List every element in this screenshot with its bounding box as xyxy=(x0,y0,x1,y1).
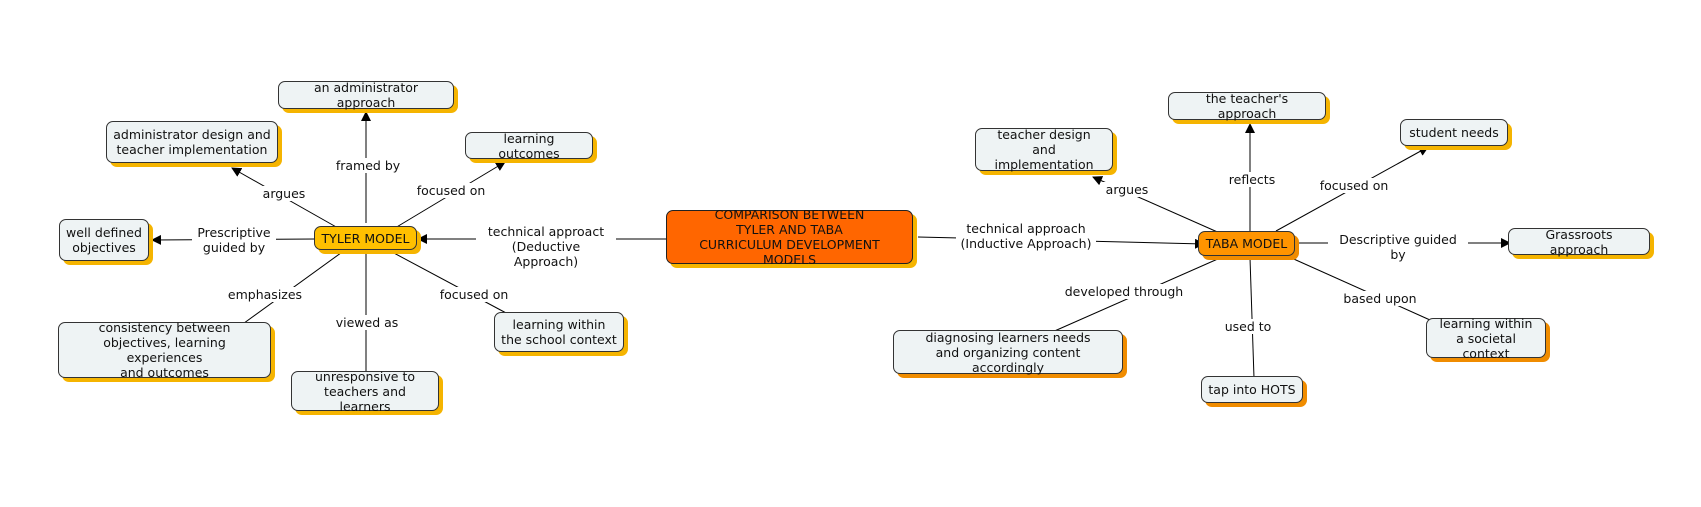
node-consistency[interactable]: consistency between objectives, learning… xyxy=(58,320,271,380)
link-label-tyler-argues: argues xyxy=(258,186,310,201)
link-label-descriptive: Descriptive guided by xyxy=(1328,232,1468,262)
link-label-taba-argues: argues xyxy=(1101,182,1153,197)
link-label-framed-by: framed by xyxy=(331,158,405,173)
line-taba-hots xyxy=(1249,257,1255,379)
node-grassroots-approach[interactable]: Grassroots approach xyxy=(1508,227,1650,257)
link-label-taba-focused-on: focused on xyxy=(1316,178,1392,193)
link-label-developed-through: developed through xyxy=(1060,284,1188,299)
line-taba-societal xyxy=(1286,255,1431,321)
link-label-prescriptive: Prescriptive guided by xyxy=(192,225,276,255)
link-label-used-to: used to xyxy=(1218,319,1278,334)
line-tyler-school xyxy=(391,251,509,315)
node-administrator-approach[interactable]: an administrator approach xyxy=(278,80,454,110)
node-diagnosing[interactable]: diagnosing learners needs and organizing… xyxy=(893,330,1123,375)
node-teacher-approach[interactable]: the teacher's approach xyxy=(1168,91,1326,121)
node-school-context[interactable]: learning within the school context xyxy=(494,312,624,352)
node-teacher-design[interactable]: teacher design and implementation xyxy=(975,127,1113,172)
link-label-based-upon: based upon xyxy=(1338,291,1422,306)
link-label-reflects: reflects xyxy=(1218,172,1286,187)
node-tap-into-hots[interactable]: tap into HOTS xyxy=(1201,376,1303,403)
node-societal-context[interactable]: learning within a societal context xyxy=(1426,316,1546,361)
link-label-tyler-focused-outcomes: focused on xyxy=(413,183,489,198)
link-label-tyler-focused-school: focused on xyxy=(436,287,512,302)
central-concept[interactable]: COMPARISON BETWEEN TYLER AND TABA CURRIC… xyxy=(666,207,913,267)
taba-model-node[interactable]: TABA MODEL xyxy=(1198,231,1295,256)
node-well-defined-objectives[interactable]: well defined objectives xyxy=(59,219,149,261)
node-administrator-design[interactable]: administrator design and teacher impleme… xyxy=(106,121,278,163)
link-label-central-tyler: technical approact (Deductive Approach) xyxy=(476,224,616,269)
node-student-needs[interactable]: student needs xyxy=(1400,119,1508,146)
tyler-model-node[interactable]: TYLER MODEL xyxy=(314,226,417,250)
link-label-emphasizes: emphasizes xyxy=(224,287,306,302)
node-learning-outcomes[interactable]: learning outcomes xyxy=(465,131,593,161)
link-label-viewed-as: viewed as xyxy=(329,315,405,330)
node-unresponsive[interactable]: unresponsive to teachers and learners xyxy=(291,369,439,414)
link-label-central-taba: technical approach (Inductive Approach) xyxy=(956,221,1096,251)
